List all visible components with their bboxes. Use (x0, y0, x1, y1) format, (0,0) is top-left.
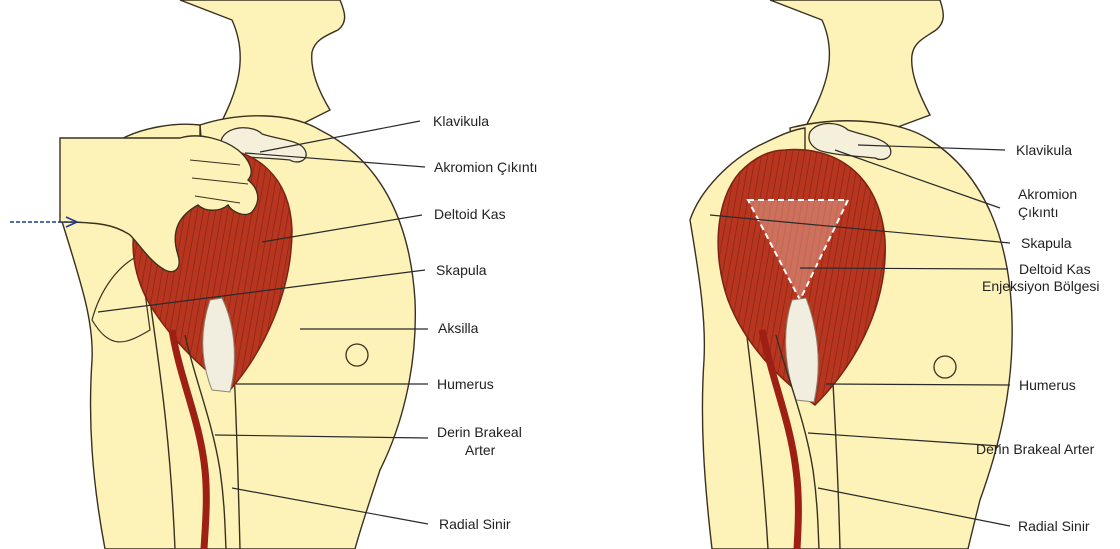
left-head (180, 0, 345, 125)
right-illustration (690, 0, 1012, 549)
label-klavikula-right: Klavikula (1016, 142, 1072, 159)
right-head (770, 0, 943, 128)
label-humerus-left: Humerus (437, 376, 494, 393)
label-arter-left: Arter (465, 442, 495, 459)
label-skapula-right: Skapula (1021, 235, 1072, 252)
label-humerus-right: Humerus (1019, 377, 1076, 394)
label-skapula-left: Skapula (436, 262, 487, 279)
label-akromion-right: Akromion (1018, 186, 1077, 203)
label-deltoid-left: Deltoid Kas (434, 206, 506, 223)
label-enjeksiyon-right: Enjeksiyon Bölgesi (982, 278, 1100, 295)
label-derin-brakeal-right: Derin Brakeal Arter (976, 441, 1094, 458)
label-deltoid-right: Deltoid Kas (1019, 261, 1091, 278)
left-illustration (10, 0, 415, 549)
label-akromion-left: Akromion Çıkıntı (434, 159, 537, 176)
label-radial-right: Radial Sinir (1018, 518, 1090, 535)
label-klavikula-left: Klavikula (433, 113, 489, 130)
label-cikinti-right: Çıkıntı (1018, 204, 1058, 221)
label-radial-left: Radial Sinir (439, 516, 511, 533)
label-derin-brakeal-left: Derin Brakeal (437, 424, 522, 441)
label-aksilla-left: Aksilla (438, 320, 478, 337)
